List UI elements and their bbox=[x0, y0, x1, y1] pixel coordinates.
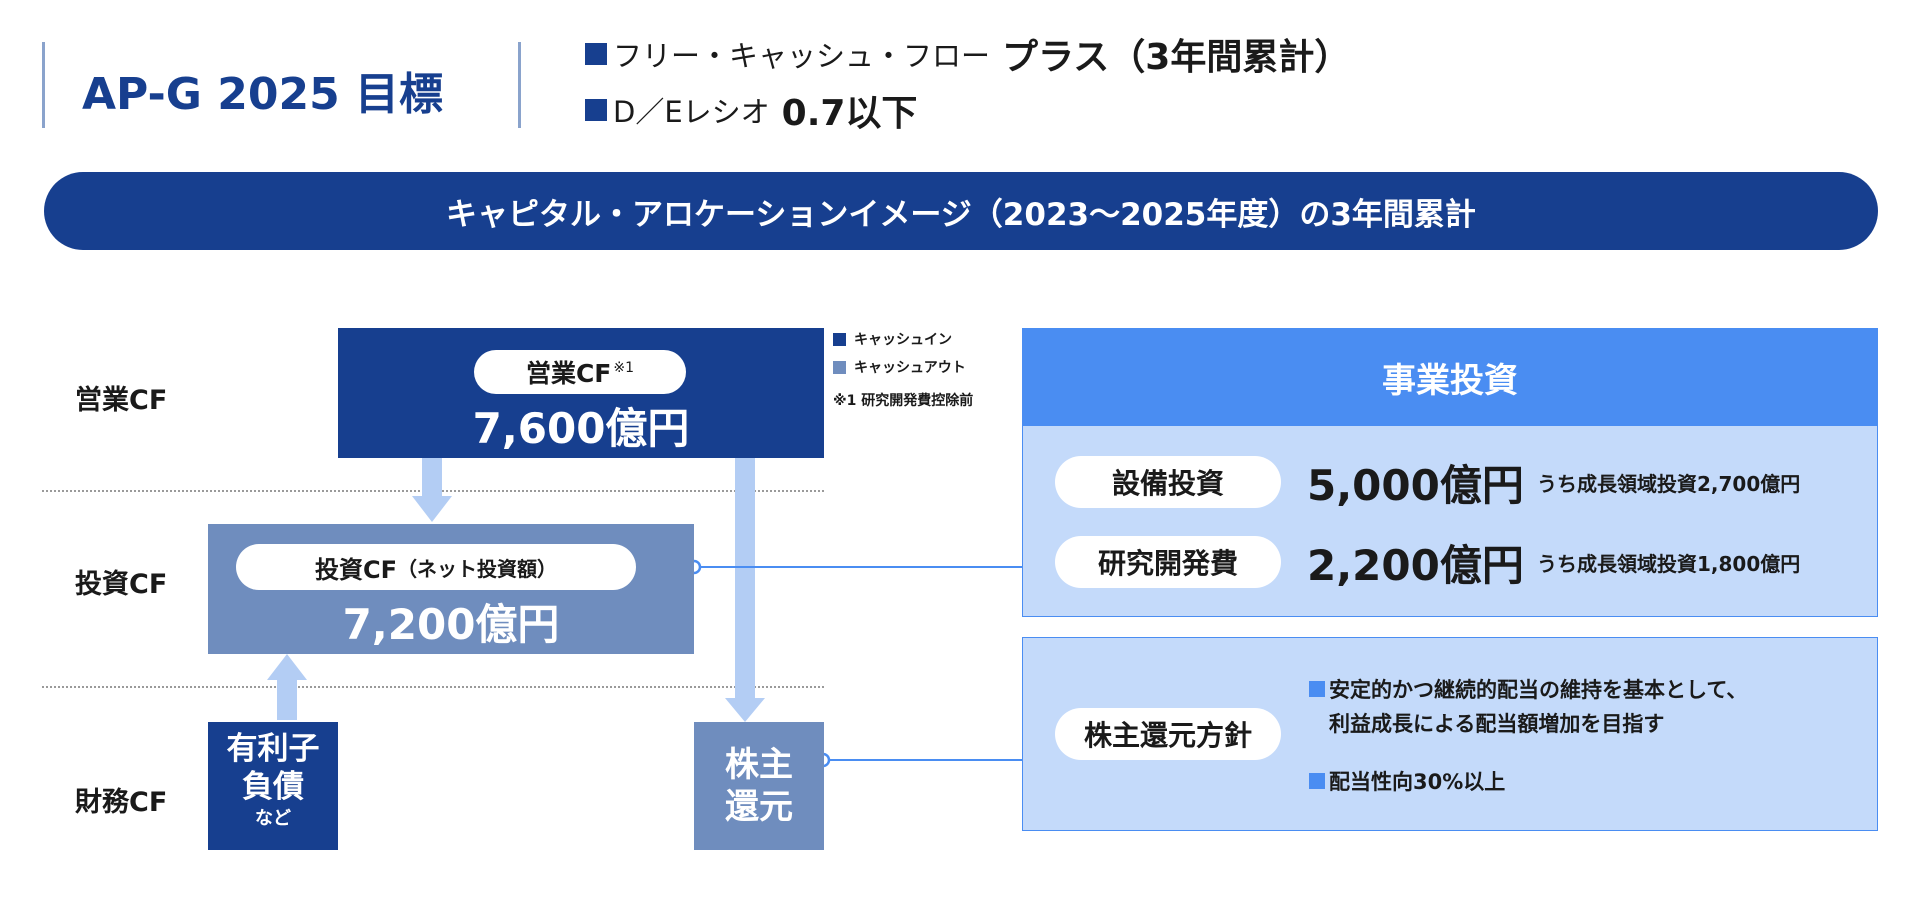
investing-cf-box: 投資CF （ネット投資額） 7,200億円 bbox=[208, 524, 694, 654]
bullet-square-icon bbox=[585, 43, 607, 65]
arrow-shaft bbox=[277, 680, 297, 720]
business-investment-title: 事業投資 bbox=[1382, 360, 1518, 401]
arrow-shaft bbox=[735, 456, 755, 698]
legend-label-cash-in: キャッシュイン bbox=[854, 332, 952, 348]
investing-cf-value: 7,200億円 bbox=[342, 599, 560, 649]
operating-cf-box: 営業CF ※1 7,600億円 bbox=[338, 328, 824, 458]
policy-bullet-1: 安定的かつ継続的配当の維持を基本として、 bbox=[1309, 674, 1747, 704]
header-right-border bbox=[518, 42, 521, 128]
capex-note: うち成長領域投資2,700億円 bbox=[1537, 472, 1801, 496]
goal-value-fcf: プラス（3年間累計） bbox=[1002, 37, 1351, 78]
legend-label-cash-out: キャッシュアウト bbox=[854, 360, 966, 376]
banner-title: キャピタル・アロケーションイメージ（2023〜2025年度）の3年間累計 bbox=[446, 196, 1476, 233]
operating-cf-pill-label: 営業CF bbox=[525, 359, 612, 388]
goal-title: AP-G 2025 目標 bbox=[82, 69, 444, 120]
business-investment-body: 設備投資 5,000億円 うち成長領域投資2,700億円 研究開発費 2,200… bbox=[1022, 426, 1878, 617]
goal-item-fcf: フリー・キャッシュ・フロー プラス（3年間累計） bbox=[585, 30, 1350, 78]
investing-cf-pill-label: 投資CF bbox=[314, 555, 397, 584]
capex-pill: 設備投資 bbox=[1055, 456, 1281, 508]
investing-cf-pill: 投資CF （ネット投資額） bbox=[236, 544, 636, 590]
operating-cf-pill: 営業CF ※1 bbox=[474, 350, 686, 394]
bullet-square-icon bbox=[1309, 773, 1325, 789]
goal-item-de: D／Eレシオ 0.7以下 bbox=[585, 86, 917, 134]
bullet-square-icon bbox=[1309, 681, 1325, 697]
legend-swatch-mid bbox=[833, 360, 846, 374]
shareholder-box-line2: 還元 bbox=[725, 787, 793, 827]
legend-item-cash-out: キャッシュアウト bbox=[833, 356, 973, 378]
policy-bullet-1-text: 安定的かつ継続的配当の維持を基本として、 bbox=[1329, 678, 1748, 702]
rnd-note: うち成長領域投資1,800億円 bbox=[1537, 552, 1801, 576]
arrow-head bbox=[267, 654, 307, 680]
goal-label-fcf: フリー・キャッシュ・フロー bbox=[613, 39, 991, 73]
header-left-border bbox=[42, 42, 45, 128]
legend-swatch-dark bbox=[833, 332, 846, 346]
legend-footnote: ※1 研究開発費控除前 bbox=[833, 393, 974, 409]
debt-box-line2: 負債 bbox=[242, 769, 304, 805]
row-label-financing: 財務CF bbox=[75, 787, 168, 818]
goal-label-de: D／Eレシオ bbox=[613, 95, 770, 129]
rnd-value: 2,200億円 bbox=[1307, 541, 1524, 590]
shareholder-policy-panel: 株主還元方針 安定的かつ継続的配当の維持を基本として、 利益成長による配当額増加… bbox=[1022, 637, 1878, 831]
policy-bullet-2: 配当性向30%以上 bbox=[1309, 766, 1505, 796]
operating-cf-value: 7,600億円 bbox=[472, 403, 690, 453]
debt-box: 有利子 負債 など bbox=[208, 722, 338, 850]
rnd-pill: 研究開発費 bbox=[1055, 536, 1281, 588]
policy-bullet-2-text: 配当性向30%以上 bbox=[1329, 770, 1506, 794]
investing-cf-pill-suffix: （ネット投資額） bbox=[397, 556, 557, 581]
shareholder-policy-pill: 株主還元方針 bbox=[1055, 708, 1281, 760]
legend-item-cash-in: キャッシュイン bbox=[833, 328, 973, 350]
allocation-banner: キャピタル・アロケーションイメージ（2023〜2025年度）の3年間累計 bbox=[44, 172, 1878, 250]
row-label-investing: 投資CF bbox=[75, 569, 168, 600]
debt-box-line1: 有利子 bbox=[226, 731, 320, 767]
shareholder-box-line1: 株主 bbox=[725, 745, 793, 785]
debt-box-line3: など bbox=[255, 808, 291, 829]
policy-bullet-1-continuation: 利益成長による配当額増加を目指す bbox=[1329, 712, 1665, 736]
row-label-operating: 営業CF bbox=[75, 385, 168, 416]
operating-cf-footnote-mark: ※1 bbox=[613, 360, 635, 376]
business-investment-header: 事業投資 bbox=[1022, 328, 1878, 426]
capex-value: 5,000億円 bbox=[1307, 461, 1524, 510]
goal-value-de: 0.7以下 bbox=[781, 93, 918, 134]
shareholder-return-box: 株主 還元 bbox=[694, 722, 824, 850]
legend: キャッシュイン キャッシュアウト ※1 研究開発費控除前 bbox=[833, 328, 973, 410]
arrow-shaft bbox=[422, 456, 442, 496]
arrow-head bbox=[725, 698, 765, 722]
row-divider bbox=[42, 686, 824, 688]
arrow-head bbox=[412, 496, 452, 522]
bullet-square-icon bbox=[585, 99, 607, 121]
